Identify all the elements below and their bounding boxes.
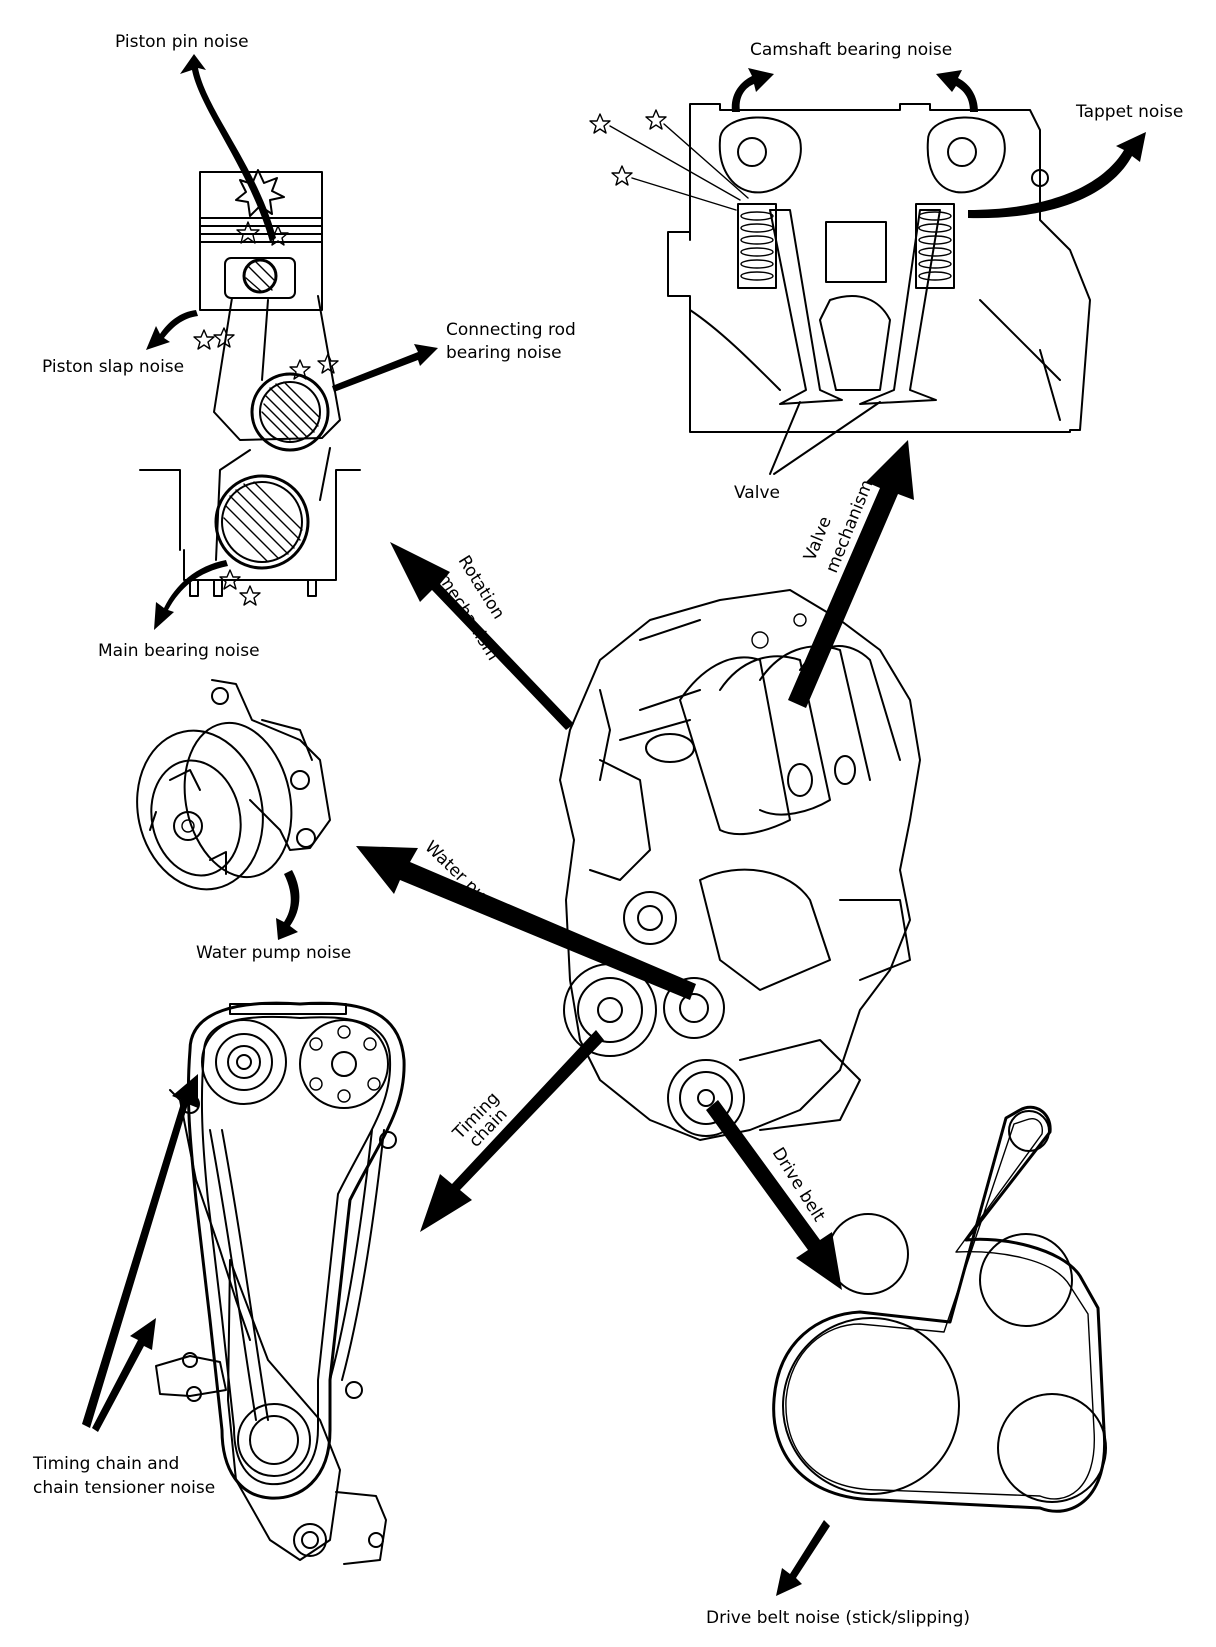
drive-belt-arrow — [706, 1100, 842, 1290]
piston-pin-label: Piston pin noise — [115, 32, 249, 52]
piston-assembly-illustration — [139, 169, 361, 606]
camshaft-bearing-arrow-right — [936, 70, 978, 112]
tappet-arrow — [968, 132, 1146, 219]
camshaft-bearing-label: Camshaft bearing noise — [750, 40, 952, 60]
water-pump-arrow — [356, 846, 696, 1000]
drive-belt-noise-label: Drive belt noise (stick/slipping) — [706, 1608, 970, 1628]
drive-belt-noise-arrow — [776, 1520, 830, 1596]
main-bearing-arrow — [154, 560, 228, 630]
piston-slap-label: Piston slap noise — [42, 357, 184, 377]
camshaft-bearing-arrow-left — [731, 68, 774, 112]
connecting-rod-label-1: Connecting rod — [446, 320, 576, 340]
connecting-rod-arrow — [332, 344, 438, 392]
timing-chain-label-1: Timing chain and — [32, 1454, 179, 1474]
timing-chain-arrow-1 — [82, 1074, 198, 1428]
tappet-label: Tappet noise — [1075, 102, 1183, 122]
piston-slap-arrow — [146, 310, 198, 350]
water-pump-noise-arrow — [276, 870, 300, 940]
timing-chain-arrow — [420, 1030, 604, 1232]
timing-chain-arrow-2 — [92, 1318, 156, 1432]
timing-chain-illustration — [155, 1001, 406, 1565]
rotation-mechanism-arrow — [390, 542, 574, 730]
piston-pin-arrow — [180, 54, 276, 242]
water-pump-noise-label: Water pump noise — [196, 943, 351, 963]
valve-leader-right — [773, 401, 881, 475]
valve-mechanism-arrow — [788, 440, 914, 708]
cylinder-head-illustration — [589, 103, 1091, 433]
drive-belt-illustration — [772, 1105, 1107, 1513]
valve-leader-left — [769, 401, 801, 475]
connecting-rod-label-2: bearing noise — [446, 343, 562, 363]
timing-chain-label-2: chain tensioner noise — [33, 1478, 215, 1498]
valve-label: Valve — [734, 483, 780, 503]
main-bearing-label: Main bearing noise — [98, 641, 260, 661]
engine-illustration — [559, 589, 921, 1141]
water-pump-illustration — [136, 679, 331, 891]
